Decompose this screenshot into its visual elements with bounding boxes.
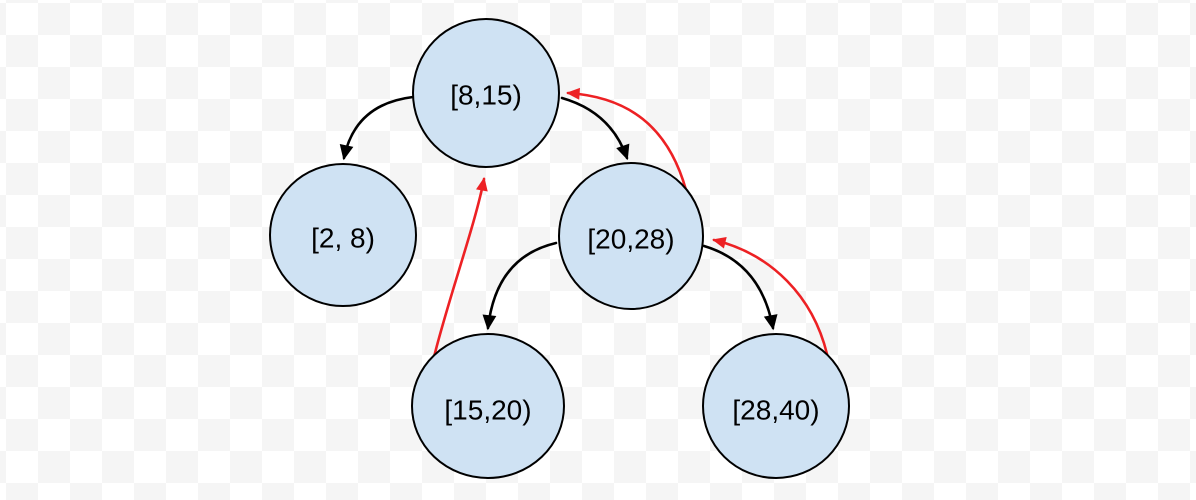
tree-node-left-child: [2, 8) (269, 163, 417, 307)
edge-child-right-to-rightleft (482, 241, 558, 331)
tree-node-right-child: [20,28) (558, 162, 704, 310)
edge-back-right-to-root (566, 87, 688, 192)
node-circle (558, 162, 704, 310)
edge-child-root-to-right (560, 96, 630, 161)
node-circle (412, 18, 560, 168)
tree-node-right-right: [28,40) (702, 333, 850, 479)
edge-child-root-to-left (339, 95, 415, 161)
node-label: [8,15) (450, 80, 522, 111)
edge-back-rightleft-to-root (432, 177, 488, 359)
node-circle (702, 333, 850, 479)
tree-node-right-left: [15,20) (411, 333, 565, 479)
node-label: [15,20) (444, 395, 531, 426)
edge-child-right-to-rightright (702, 244, 778, 331)
node-circle (269, 163, 417, 307)
node-label: [2, 8) (311, 223, 375, 254)
node-circle (411, 333, 565, 479)
edge-back-rightright-to-right (712, 236, 829, 356)
node-label: [28,40) (732, 395, 819, 426)
tree-node-root: [8,15) (412, 18, 560, 168)
node-label: [20,28) (587, 224, 674, 255)
